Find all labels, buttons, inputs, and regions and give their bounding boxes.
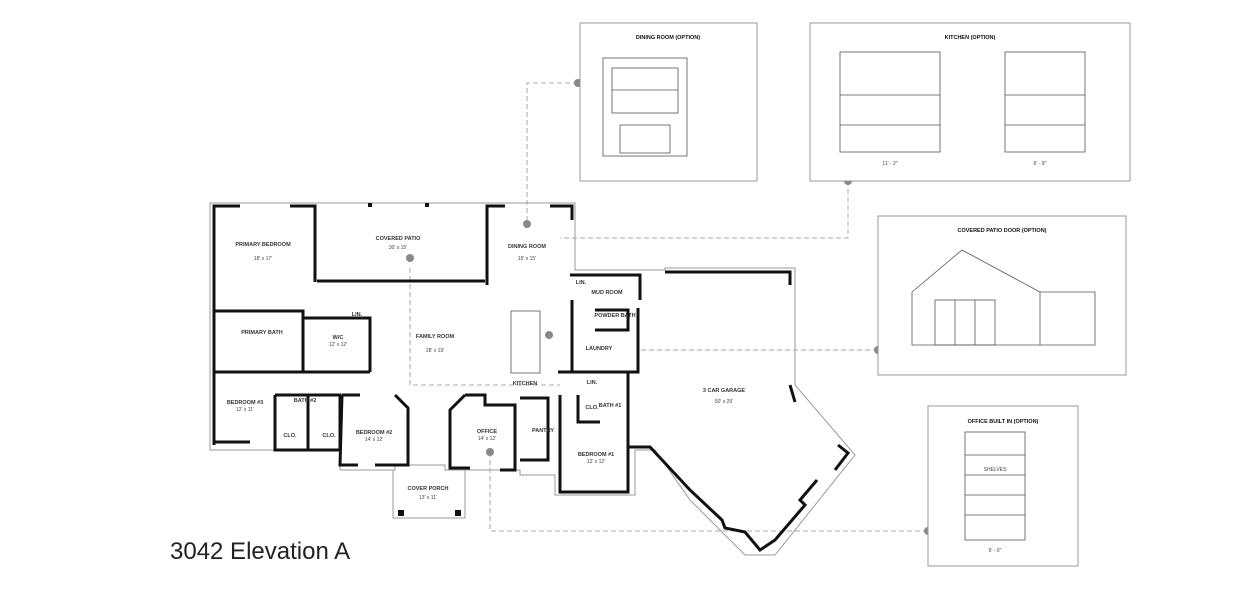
- cover-porch: [368, 203, 466, 519]
- panel-title: OFFICE BUILT IN (OPTION): [968, 419, 1039, 425]
- room-label: PRIMARY BATH: [241, 330, 282, 336]
- option-panel-patio-door[interactable]: COVERED PATIO DOOR (OPTION): [877, 215, 1127, 376]
- room-size: 14' x 12': [365, 437, 383, 443]
- option-panel-office[interactable]: OFFICE BUILT IN (OPTION) SHELVES 6' - 0": [927, 405, 1079, 567]
- room-label: CLO.: [322, 433, 336, 439]
- panel-title: DINING ROOM (OPTION): [636, 35, 700, 41]
- room-label: POWDER BATH: [594, 313, 635, 319]
- room-label: COVERED PATIO: [376, 236, 421, 242]
- room-label: LIN.: [352, 312, 363, 318]
- room-label: CLO.: [283, 433, 297, 439]
- room-labels: PRIMARY BEDROOM 18' x 17' COVERED PATIO …: [227, 236, 746, 501]
- room-label: LIN.: [587, 380, 598, 386]
- room-label: BATH #2: [294, 398, 317, 404]
- room-label: BATH #1: [599, 403, 622, 409]
- option-panel-dining[interactable]: DINING ROOM (OPTION): [579, 22, 758, 182]
- room-label: 3 CAR GARAGE: [703, 388, 746, 394]
- room-label: CLO.: [585, 405, 599, 411]
- room-label: COVER PORCH: [408, 486, 449, 492]
- room-label: BEDROOM #1: [578, 452, 614, 458]
- panel-title: KITCHEN (OPTION): [945, 35, 996, 41]
- room-label: FAMILY ROOM: [416, 334, 455, 340]
- room-size: 14' x 12': [478, 436, 496, 442]
- room-label: OFFICE: [477, 429, 497, 435]
- dimension-label: 6' - 0": [989, 548, 1002, 554]
- marker-kitchen[interactable]: [545, 331, 553, 339]
- room-label: PRIMARY BEDROOM: [235, 242, 291, 248]
- marker-covered-patio[interactable]: [406, 254, 414, 262]
- room-size: 13' x 11': [419, 495, 437, 501]
- room-size: 12' x 12': [329, 342, 347, 348]
- room-size: 15' x 15': [518, 256, 536, 262]
- room-label: LAUNDRY: [586, 346, 613, 352]
- room-size: 28' x 19': [426, 348, 444, 354]
- room-size: 30' x 15': [389, 245, 407, 251]
- marker-dining-room[interactable]: [523, 220, 531, 228]
- kitchen-island: [510, 310, 541, 374]
- room-size: 50' x 29': [715, 399, 733, 405]
- shelves-label: SHELVES: [984, 467, 1007, 473]
- room-label: MUD ROOM: [591, 290, 623, 296]
- option-panel-kitchen[interactable]: KITCHEN (OPTION) 11' - 2" 6' - 9": [809, 22, 1131, 182]
- room-label: LIN.: [576, 280, 587, 286]
- room-label: KITCHEN: [513, 381, 537, 387]
- room-label: BEDROOM #2: [356, 430, 392, 436]
- panel-title: COVERED PATIO DOOR (OPTION): [957, 228, 1046, 234]
- room-label: BEDROOM #3: [227, 400, 263, 406]
- marker-office[interactable]: [486, 448, 494, 456]
- walls: [212, 204, 851, 552]
- room-size: 18' x 17': [254, 256, 272, 262]
- dimension-label: 11' - 2": [882, 161, 897, 167]
- room-label: W/C: [333, 335, 344, 341]
- exterior-outline: [209, 202, 856, 556]
- room-label: PANTRY: [532, 428, 554, 434]
- elevation-title: 3042 Elevation A: [170, 538, 351, 565]
- room-size: 12' x 12': [587, 459, 605, 465]
- room-size: 12' x 11': [236, 407, 254, 413]
- room-label: DINING ROOM: [508, 244, 546, 250]
- dimension-label: 6' - 9": [1034, 161, 1047, 167]
